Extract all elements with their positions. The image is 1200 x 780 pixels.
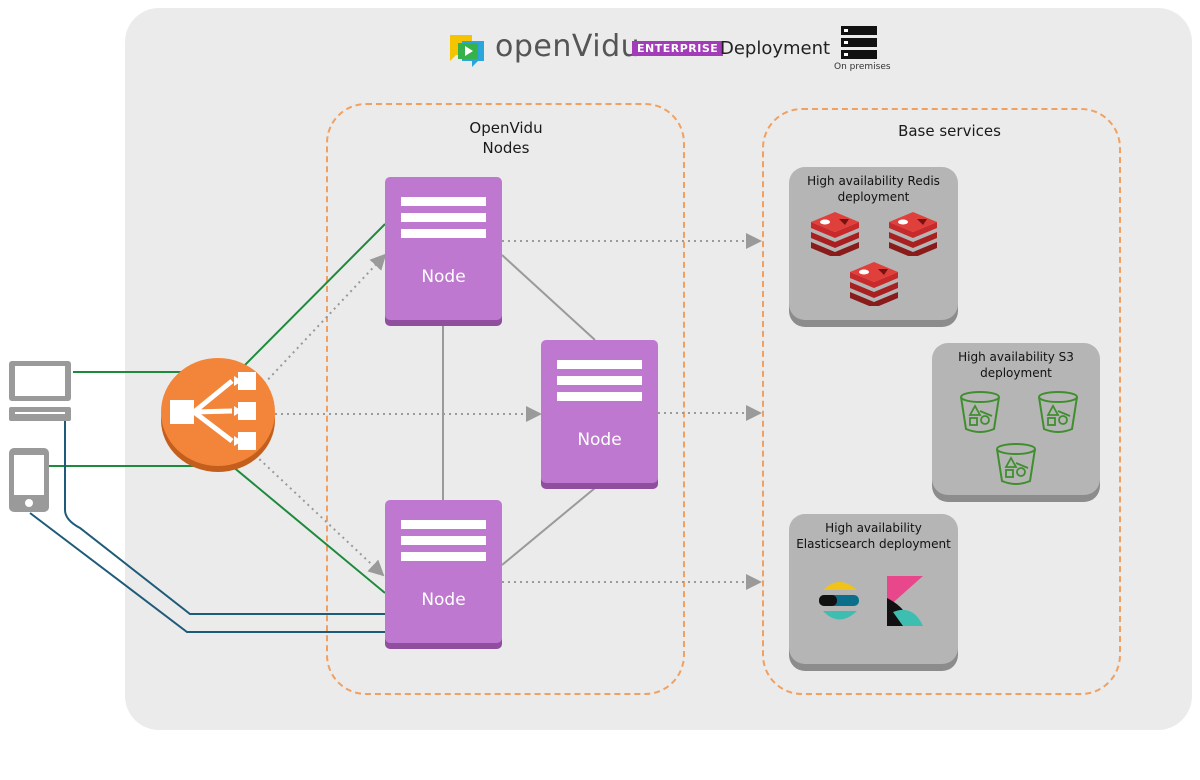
kibana-icon xyxy=(887,576,923,626)
s3-bucket-icon xyxy=(960,391,1000,433)
lb-to-node-link xyxy=(259,253,387,389)
mesh-link xyxy=(501,487,596,566)
openvidu-logo-icon xyxy=(446,33,488,69)
mobile-phone-icon xyxy=(8,447,50,513)
s3-service-title-line1: High availability S3 xyxy=(958,350,1074,364)
node-label: Node xyxy=(421,590,466,610)
base-services-group xyxy=(762,108,1121,695)
openvidu-node: Node xyxy=(385,500,502,643)
load-balancer-icon xyxy=(160,354,280,474)
redis-service-box: High availability Redis deployment xyxy=(789,167,958,320)
media-link xyxy=(64,420,385,615)
node-label: Node xyxy=(577,430,622,450)
redis-icon xyxy=(811,212,859,256)
node-stripe xyxy=(401,213,486,222)
s3-bucket-icon xyxy=(996,443,1036,485)
client-link xyxy=(73,223,386,373)
media-link xyxy=(29,512,385,633)
elasticsearch-service-box: High availability Elasticsearch deployme… xyxy=(789,514,958,664)
mesh-link xyxy=(501,254,596,341)
openvidu-nodes-group xyxy=(326,103,685,695)
deployment-label: Deployment xyxy=(720,38,831,59)
node-stripe xyxy=(557,376,642,385)
node-label: Node xyxy=(421,267,466,287)
nodes-group-title-line2: Nodes xyxy=(482,139,530,157)
openvidu-node: Node xyxy=(541,340,658,483)
server-rack-icon xyxy=(841,26,877,60)
nodes-group-title-line1: OpenVidu xyxy=(469,119,543,137)
deployment-type: On premises xyxy=(834,62,891,72)
brand-name: openVidu xyxy=(495,29,641,64)
node-stripe xyxy=(401,197,486,206)
elastic-service-title-line2: Elasticsearch deployment xyxy=(796,537,951,551)
openvidu-node: Node xyxy=(385,177,502,320)
base-services-title: Base services xyxy=(898,122,1001,140)
redis-service-title-line1: High availability Redis xyxy=(807,174,940,188)
redis-service-title-line2: deployment xyxy=(837,190,910,204)
node-stripe xyxy=(401,520,486,529)
node-stripe xyxy=(401,552,486,561)
node-stripe xyxy=(557,360,642,369)
s3-service-box: High availability S3 deployment xyxy=(932,343,1100,495)
elasticsearch-icon xyxy=(819,582,859,620)
node-stripe xyxy=(401,229,486,238)
edition-badge: ENTERPRISE xyxy=(632,41,724,56)
s3-bucket-icon xyxy=(1038,391,1078,433)
node-stripe xyxy=(557,392,642,401)
desktop-computer-icon xyxy=(8,360,74,424)
elastic-service-title-line1: High availability xyxy=(825,521,922,535)
redis-icon xyxy=(850,262,898,306)
node-stripe xyxy=(401,536,486,545)
s3-service-title-line2: deployment xyxy=(980,366,1052,380)
redis-icon xyxy=(889,212,937,256)
